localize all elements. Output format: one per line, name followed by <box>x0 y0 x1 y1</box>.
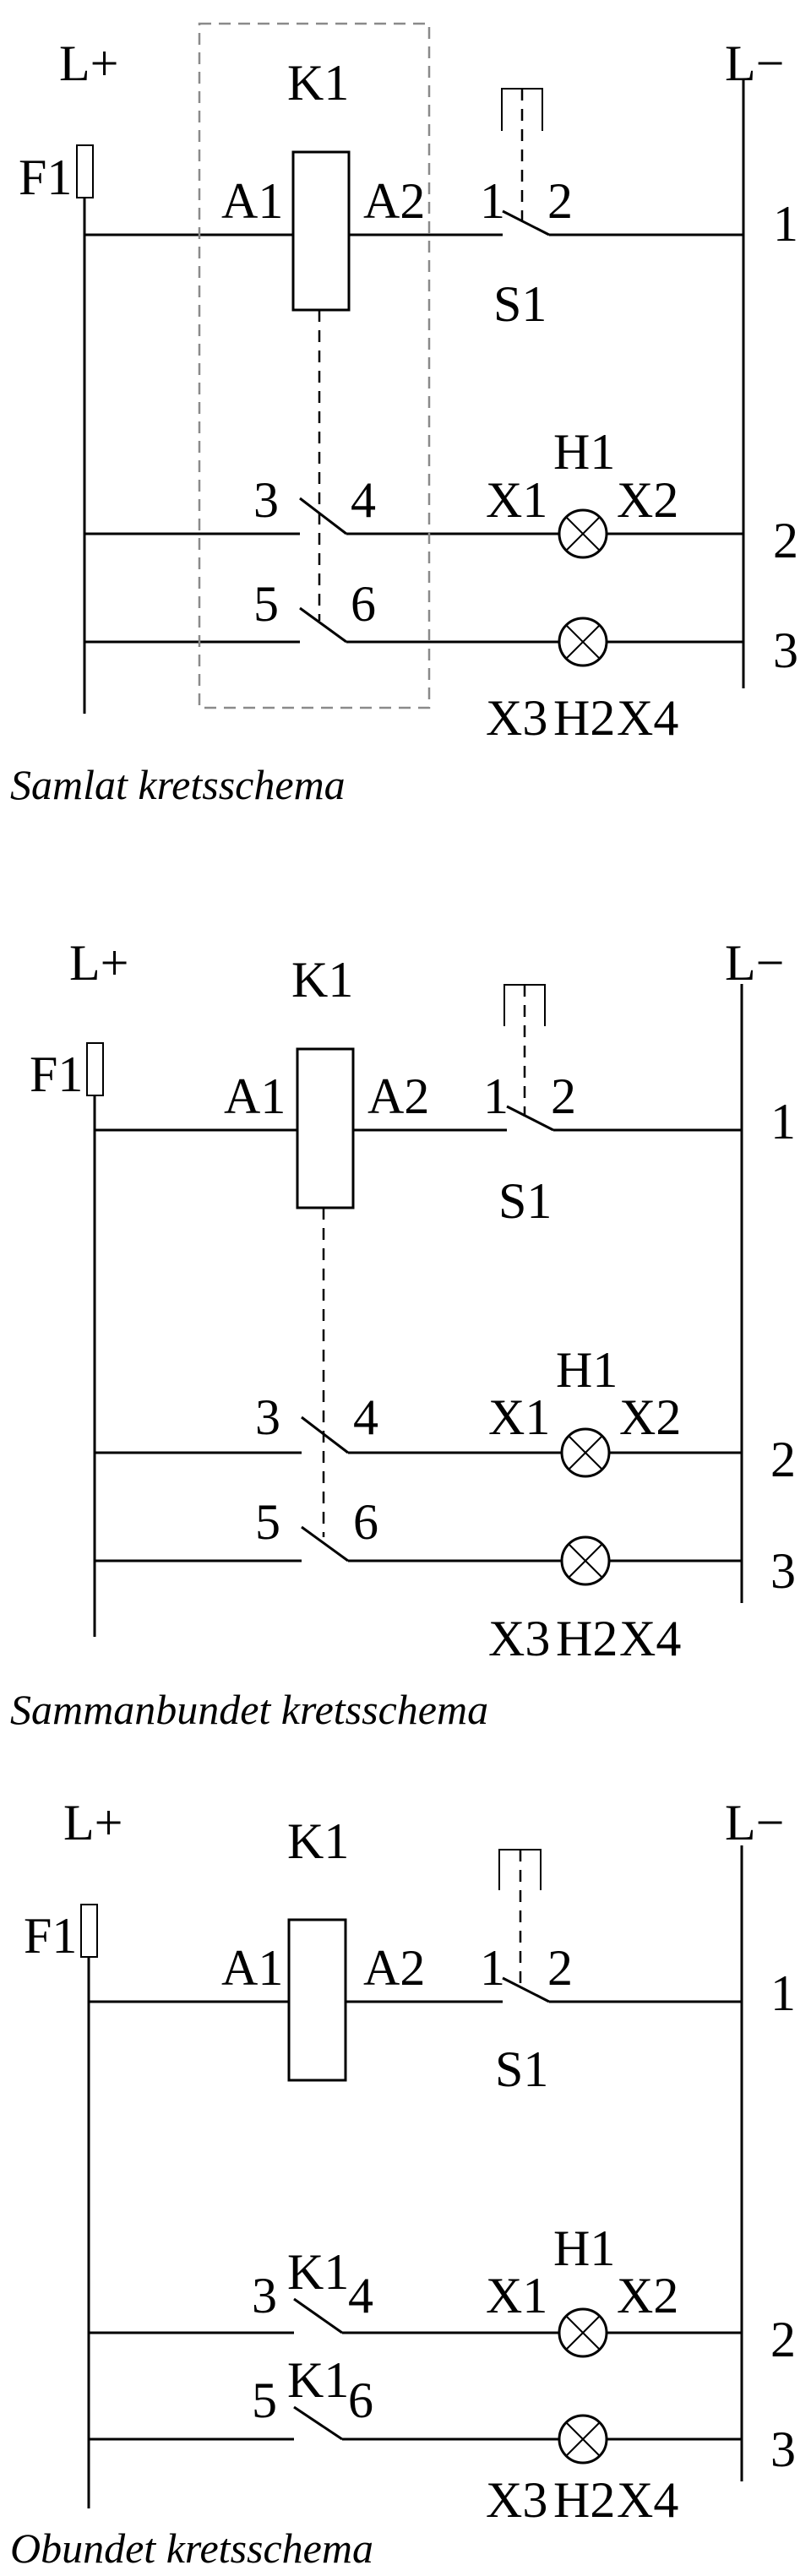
coil-k1 <box>296 1047 355 1209</box>
label-contact-6: 6 <box>351 576 376 632</box>
label-l-minus: L− <box>725 935 785 991</box>
label-row-2: 2 <box>770 1432 796 1487</box>
label-a1: A1 <box>221 1940 283 1996</box>
label-row-2: 2 <box>770 2312 796 2367</box>
label-h2: H2 <box>553 2472 615 2525</box>
label-x4: X4 <box>617 2472 678 2525</box>
label-a2: A2 <box>363 173 425 229</box>
label-h1: H1 <box>553 2220 615 2276</box>
label-contact-5: 5 <box>252 2372 277 2428</box>
coil-k1 <box>287 1918 347 2082</box>
label-contact-5: 5 <box>253 576 279 632</box>
label-s1: S1 <box>495 2041 548 2097</box>
label-a2: A2 <box>363 1940 425 1996</box>
lamp-h2-cross-b <box>565 624 601 660</box>
label-x1: X1 <box>486 472 547 528</box>
label-row-3: 3 <box>773 622 798 678</box>
label-a1: A1 <box>221 173 283 229</box>
label-contact-4: 4 <box>351 472 376 528</box>
coil-k1 <box>291 150 351 312</box>
label-a2: A2 <box>367 1068 429 1124</box>
fuse-f1 <box>86 1042 104 1096</box>
caption-obundet: Obundet kretsschema <box>10 2524 373 2572</box>
label-x2: X2 <box>619 1389 681 1445</box>
contact-3-4-blade <box>301 1416 349 1454</box>
lamp-h1-cross-b <box>568 1435 603 1470</box>
label-k1: K1 <box>291 952 353 1008</box>
label-contact-3: 3 <box>252 2268 277 2323</box>
label-x4: X4 <box>617 690 678 746</box>
label-row-3: 3 <box>770 1543 796 1599</box>
label-switch-t2: 2 <box>547 173 573 229</box>
label-contact-2-relay: K1 <box>287 2352 349 2408</box>
label-row-1: 1 <box>770 1094 796 1149</box>
label-l-minus: L− <box>725 1795 785 1850</box>
label-contact-4: 4 <box>353 1389 378 1445</box>
label-l-plus: L+ <box>63 1795 123 1850</box>
switch-s1-blade <box>502 1976 550 2003</box>
label-row-1: 1 <box>770 1965 796 2021</box>
label-k1: K1 <box>287 1813 349 1869</box>
label-x1: X1 <box>488 1389 550 1445</box>
caption-samlat: Samlat kretsschema <box>10 761 346 808</box>
label-row-2: 2 <box>773 513 798 568</box>
contact-5-6-blade <box>299 606 347 644</box>
switch-s1-blade <box>502 209 550 236</box>
label-x3: X3 <box>486 2472 547 2525</box>
label-l-minus: L− <box>725 35 785 91</box>
fuse-f1 <box>76 144 94 198</box>
lamp-h2-cross-b <box>568 1543 603 1579</box>
label-switch-t1: 1 <box>480 173 505 229</box>
lamp-h1-cross-b <box>565 2315 601 2350</box>
label-h1: H1 <box>553 424 615 480</box>
label-f1: F1 <box>24 1908 77 1964</box>
diagram-sammanbundet: L+ L− F1 K1 A1 A2 1 2 S1 1 3 4 X1 H1 X2 … <box>30 935 796 1666</box>
contact-5-6-blade <box>301 1525 349 1562</box>
label-l-plus: L+ <box>59 35 119 91</box>
label-s1: S1 <box>498 1173 552 1229</box>
diagram-obundet: L+ L− F1 K1 A1 A2 1 2 S1 1 3 K1 4 X1 H1 … <box>24 1795 796 2525</box>
label-contact-6: 6 <box>353 1494 378 1550</box>
lamp-h2-cross-b <box>565 2421 601 2457</box>
label-contact-4: 4 <box>348 2268 373 2323</box>
label-contact-3: 3 <box>253 472 279 528</box>
diagram-samlat: L+ L− F1 K1 A1 A2 1 2 S1 1 3 4 X1 H1 X2 … <box>19 22 798 746</box>
label-x1: X1 <box>486 2268 547 2323</box>
switch-s1-blade <box>506 1105 554 1132</box>
contact-3-4-blade <box>293 2297 343 2334</box>
label-f1: F1 <box>30 1046 83 1102</box>
label-switch-t1: 1 <box>483 1068 509 1124</box>
label-row-3: 3 <box>770 2421 796 2477</box>
label-l-plus: L+ <box>69 935 129 991</box>
fuse-f1 <box>80 1904 98 1958</box>
label-switch-t1: 1 <box>480 1940 505 1996</box>
label-a1: A1 <box>224 1068 286 1124</box>
label-h1: H1 <box>556 1342 618 1398</box>
caption-sammanbundet: Sammanbundet kretsschema <box>10 1686 489 1733</box>
label-switch-t2: 2 <box>547 1940 573 1996</box>
label-contact-6: 6 <box>348 2372 373 2428</box>
label-h2: H2 <box>553 690 615 746</box>
relay-k1-enclosure <box>198 22 431 709</box>
contact-3-4-blade <box>299 497 347 535</box>
label-s1: S1 <box>493 276 547 332</box>
label-h2: H2 <box>556 1611 618 1666</box>
label-f1: F1 <box>19 149 72 205</box>
contact-5-6-blade <box>293 2405 343 2441</box>
label-switch-t2: 2 <box>551 1068 576 1124</box>
label-x2: X2 <box>617 472 678 528</box>
label-contact-5: 5 <box>255 1494 280 1550</box>
label-row-1: 1 <box>773 196 798 252</box>
label-k1: K1 <box>287 55 349 111</box>
label-contact-1-relay: K1 <box>287 2244 349 2300</box>
label-x2: X2 <box>617 2268 678 2323</box>
label-x4: X4 <box>619 1611 681 1666</box>
label-x3: X3 <box>488 1611 550 1666</box>
label-contact-3: 3 <box>255 1389 280 1445</box>
lamp-h1-cross-b <box>565 516 601 552</box>
label-x3: X3 <box>486 690 547 746</box>
